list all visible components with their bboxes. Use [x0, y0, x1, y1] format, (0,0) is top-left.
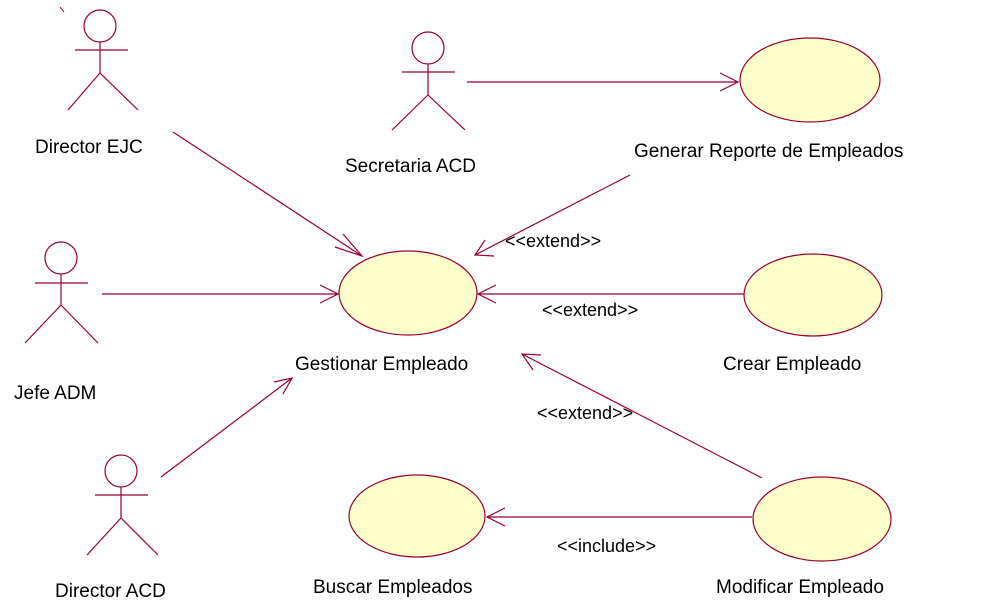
usecase-label-generar-reporte: Generar Reporte de Empleados — [634, 141, 904, 162]
stereotype-extend-generar: <<extend>> — [505, 231, 602, 251]
actor-jefe-adm[interactable] — [24, 241, 99, 344]
actor-director-ejc[interactable] — [67, 9, 139, 111]
usecase-gestionar-empleado[interactable] — [338, 250, 478, 336]
stereotype-extend-modificar: <<extend>> — [537, 403, 634, 423]
usecase-label-gestionar-empleado: Gestionar Empleado — [295, 354, 469, 375]
actor-label-director-acd: Director ACD — [55, 581, 166, 602]
extend-modificar-empleado[interactable] — [521, 353, 763, 479]
actor-director-acd[interactable] — [86, 454, 159, 556]
assoc-director-acd[interactable] — [160, 377, 293, 478]
assoc-director-ejc[interactable] — [172, 131, 363, 257]
actor-label-secretaria-acd: Secretaria ACD — [345, 156, 476, 177]
usecase-label-buscar-empleados: Buscar Empleados — [313, 577, 473, 598]
actor-label-director-ejc: Director EJC — [35, 137, 143, 158]
stereotype-include-buscar: <<include>> — [557, 536, 657, 556]
usecase-crear-empleado[interactable] — [743, 253, 883, 337]
arrowhead-extend-generar — [473, 239, 495, 257]
usecase-modificar-empleado[interactable] — [752, 476, 892, 562]
arrowhead-include-buscar — [485, 507, 506, 527]
stereotype-extend-crear: <<extend>> — [542, 300, 639, 320]
usecase-buscar-empleados[interactable] — [348, 474, 486, 558]
stray-tick — [59, 6, 65, 13]
arrowhead-director-acd — [273, 377, 294, 395]
arrowhead-extend-modificar — [520, 353, 542, 371]
arrowhead-jefe-adm — [319, 284, 340, 304]
extend-generar-reporte[interactable] — [474, 174, 631, 256]
actor-secretaria-acd[interactable] — [391, 31, 466, 131]
arrowhead-director-ejc — [334, 233, 364, 258]
usecase-label-crear-empleado: Crear Empleado — [723, 354, 862, 375]
usecase-label-modificar-empleado: Modificar Empleado — [716, 577, 884, 598]
usecase-generar-reporte[interactable] — [739, 37, 881, 123]
arrowhead-extend-crear — [476, 284, 497, 304]
arrowhead-secretaria-acd — [719, 72, 740, 92]
actor-label-jefe-adm: Jefe ADM — [14, 383, 97, 404]
